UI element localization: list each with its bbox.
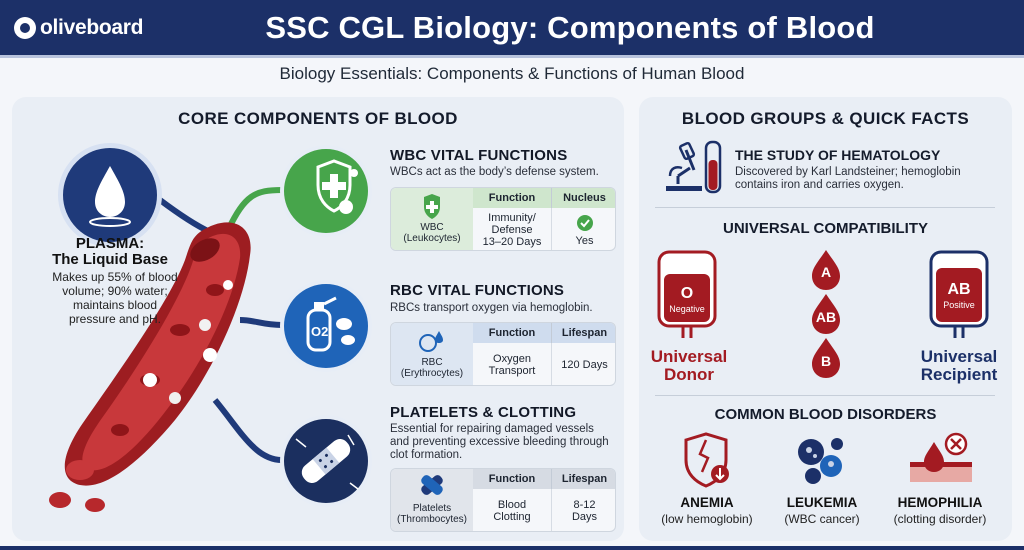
logo-icon [14,17,36,39]
platelets-function-header: Function [473,469,551,489]
wbc-icon-circle [280,145,372,237]
rbc-table: RBC(Erythrocytes) Function Lifespan Oxyg… [390,322,616,386]
universal-donor-label: Universal Donor [650,347,728,384]
donor-blood-bag-icon: O Negative [657,250,717,338]
rbc-o2-icon [419,331,443,352]
oliveboard-logo[interactable]: oliveboard [14,16,144,40]
hemophilia-description: (clotting disorder) [893,512,987,526]
platelets-description: Essential for repairing damaged vessels … [390,423,609,461]
rbc-title: RBC VITAL FUNCTIONS [390,282,565,299]
small-bandage-icon [421,475,443,495]
section-divider [655,395,995,396]
blood-vessel-icon [49,222,251,512]
wbc-function-header: Function [473,188,551,208]
leukemia-name: LEUKEMIA [786,495,858,510]
svg-text:O2: O2 [311,324,328,339]
rbc-function-header: Function [473,323,551,343]
blood-type-ab-label: AB [815,309,837,325]
platelet-connector-line [212,398,283,463]
bleeding-skin-icon [910,432,972,482]
blood-type-drops [812,250,840,378]
section-divider [655,207,995,208]
svg-text:Negative: Negative [669,304,705,314]
wbc-table: WBC(Leukocytes) Function Nucleus Immunit… [390,187,616,251]
blood-type-a-label: A [820,264,832,280]
svg-text:AB: AB [947,281,970,298]
universal-recipient-label: Universal Recipient [920,347,998,384]
wbc-nucleus-header: Nucleus [551,188,615,208]
disorders-title: COMMON BLOOD DISORDERS [714,406,937,423]
rbc-icon-circle: O2 [280,280,372,372]
platelets-lifespan-header: Lifespan [551,469,615,489]
wbc-description: WBCs act as the body’s defense system. [390,166,599,178]
broken-shield-icon [684,432,729,488]
page-subtitle: Biology Essentials: Components & Functio… [279,64,745,83]
rbc-connector-line [239,317,283,328]
svg-text:Positive: Positive [943,300,975,310]
plasma-title: PLASMA: The Liquid Base [52,235,168,268]
leukemia-description: (WBC cancer) [784,512,860,526]
anemia-description: (low hemoglobin) [661,512,753,526]
hematology-title: THE STUDY OF HEMATOLOGY [735,147,941,163]
anemia-name: ANEMIA [680,495,734,510]
footer-bar [0,546,1024,550]
hemophilia-name: HEMOPHILIA [897,495,983,510]
platelets-title: PLATELETS & CLOTTING [390,404,577,421]
rbc-cell: RBC(Erythrocytes) [391,323,473,385]
plasma-icon-circle [58,143,162,247]
blood-drop-ab-icon [812,294,840,334]
blood-groups-title: BLOOD GROUPS & QUICK FACTS [681,109,970,128]
wbc-shield-icon [424,194,440,219]
microscope-test-tube-icon [666,140,722,194]
wbc-nucleus-value: Yes [551,208,615,250]
rbc-lifespan-header: Lifespan [551,323,615,343]
rbc-lifespan-value: 120 Days [551,343,615,385]
wbc-cell: WBC(Leukocytes) [391,188,473,250]
cancer-cells-icon [798,438,843,484]
logo-text: oliveboard [40,16,144,39]
wbc-connector-line [225,187,283,232]
oxygen-tank-icon: O2 [306,296,355,352]
wbc-title: WBC VITAL FUNCTIONS [390,147,568,164]
header-bar: oliveboard SSC CGL Biology: Components o… [0,0,1024,58]
page-title: SSC CGL Biology: Components of Blood [265,10,875,45]
recipient-blood-bag-icon: AB Positive [929,250,989,338]
rbc-description: RBCs transport oxygen via hemoglobin. [390,302,593,314]
platelet-cell: Platelets(Thrombocytes) [391,469,473,531]
blood-type-b-label: B [820,353,832,369]
bandage-icon [295,434,359,490]
core-components-title: CORE COMPONENTS OF BLOOD [178,109,458,128]
platelets-table: Platelets(Thrombocytes) Function Lifespa… [390,468,616,532]
plasma-description: Makes up 55% of blood volume; 90% water;… [52,270,178,326]
water-drop-icon [89,166,131,227]
shield-cross-icon [316,159,358,214]
blood-drop-b-icon [812,338,840,378]
svg-text:O: O [681,285,693,302]
hematology-description: Discovered by Karl Landsteiner; hemoglob… [735,166,961,191]
platelets-icon-circle [280,415,372,507]
compatibility-title: UNIVERSAL COMPATIBILITY [722,220,928,237]
plasma-connector-line [158,197,212,235]
blood-drop-a-icon [812,250,840,290]
check-icon [576,214,593,231]
